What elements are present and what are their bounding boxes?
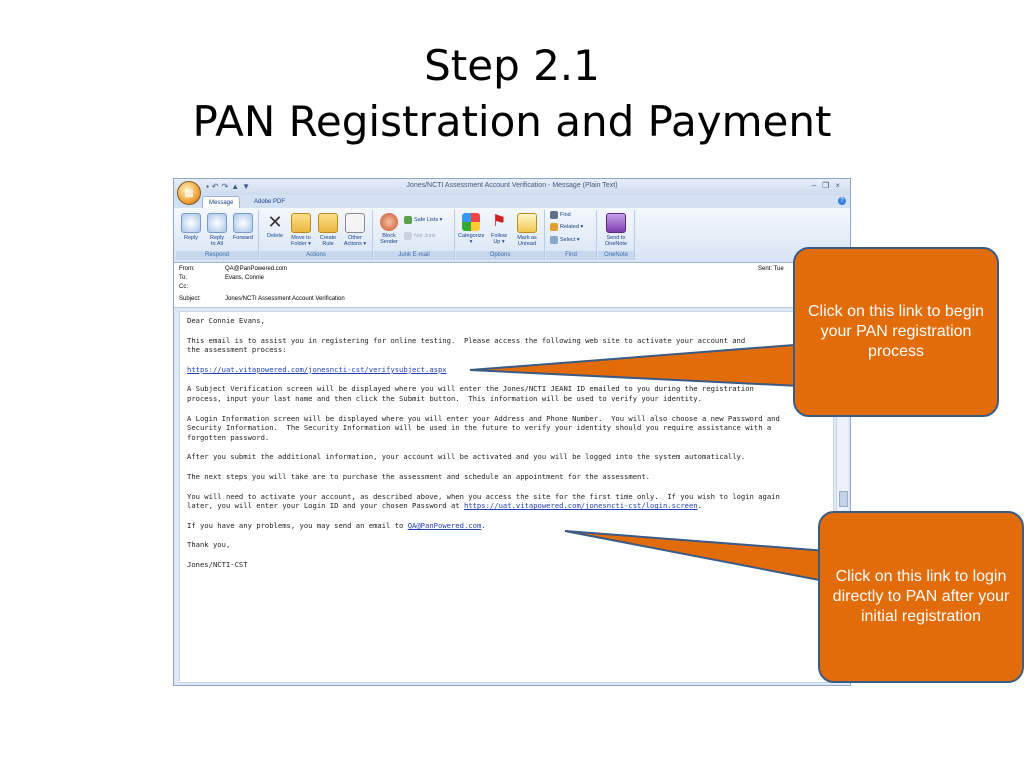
block-sender-button[interactable]: Block Sender [376,213,402,245]
rule-icon [318,213,338,233]
delete-icon: ✕ [267,212,283,232]
cc-row: Cc: [179,284,188,290]
office-logo-icon: ▦ [184,187,194,199]
help-icon[interactable]: ? [838,197,846,205]
forward-button[interactable]: Forward [230,213,256,241]
select-icon [550,235,558,244]
window-controls[interactable]: –❐× [812,181,846,190]
categorize-button[interactable]: Categorize ▾ [458,213,485,245]
email-paragraph-4: After you submit the additional informat… [187,452,746,462]
support-email-link[interactable]: QA@PanPowered.com [407,520,482,530]
email-paragraph-6: You will need to activate your account, … [187,491,780,511]
from-row: From:QA@PanPowered.com [179,266,288,272]
binoculars-icon [550,210,558,219]
group-label-junk: Junk E-mail [374,251,454,260]
callout-bottom-text: Click on this link to login directly to … [832,568,1010,625]
other-actions-button[interactable]: Other Actions ▾ [342,213,368,247]
send-to-onenote-button[interactable]: Send to OneNote [603,213,629,247]
not-junk-icon [404,231,412,240]
group-label-actions: Actions [260,251,372,260]
reply-button[interactable]: Reply [178,213,204,241]
tab-adobe-pdf[interactable]: Adobe PDF [254,199,286,205]
title-bar: ▪↶↷▲▼ Jones/NCTI Assessment Account Veri… [174,179,850,195]
message-header: From:QA@PanPowered.com To:Evans, Connie … [174,263,850,308]
group-options: Categorize ▾ ⚑Follow Up ▾ Mark as Unread… [456,210,545,260]
redo-icon[interactable]: ↷ [221,182,232,191]
group-label-onenote: OneNote [598,251,634,260]
slide-title-line2: PAN Registration and Payment [192,97,832,146]
previous-item-icon[interactable]: ▲ [231,182,243,191]
slide-title-line1: Step 2.1 [424,41,600,90]
delete-button[interactable]: ✕Delete [267,212,283,239]
sent-value: Tue [773,266,784,272]
ribbon: Reply Reply to All Forward Respond ✕Dele… [174,208,850,263]
group-junk-email: Block Sender Safe Lists ▾ Not Junk Junk … [374,210,455,260]
callout-top-pointer [469,341,821,389]
related-icon [550,222,558,231]
other-actions-icon [345,213,365,233]
ribbon-tabs: Message Adobe PDF ? [174,195,850,209]
group-label-respond: Respond [176,251,258,260]
tab-message[interactable]: Message [202,196,241,209]
sent-row: Sent: Tue [758,266,784,272]
block-sender-icon [380,213,398,231]
select-button[interactable]: Select ▾ [550,235,580,245]
subject-row: Subject:Jones/NCTI Assessment Account Ve… [179,296,345,302]
email-closing: Thank you, [187,540,231,550]
email-paragraph-7: If you have any problems, you may send a… [187,520,486,530]
email-paragraph-2: A Subject Verification screen will be di… [187,384,754,403]
restore-icon[interactable]: ❐ [822,181,836,190]
callout-top-text: Click on this link to begin your PAN reg… [807,303,985,360]
next-item-icon[interactable]: ▼ [242,182,254,191]
to-row: To:Evans, Connie [179,275,265,281]
group-respond: Reply Reply to All Forward Respond [176,210,259,260]
follow-up-button[interactable]: ⚑Follow Up ▾ [491,213,507,245]
reply-all-button[interactable]: Reply to All [204,213,230,247]
move-to-folder-button[interactable]: Move to Folder ▾ [288,213,314,247]
categorize-icon [462,213,480,231]
login-screen-link[interactable]: https://uat.vitapowered.com/jonesncti-cs… [463,501,698,511]
email-paragraph-5: The next steps you will take are to purc… [187,471,651,481]
group-label-options: Options [456,251,544,260]
create-rule-button[interactable]: Create Rule [315,213,341,247]
undo-icon[interactable]: ↶ [211,182,222,191]
group-label-find: Find [546,251,596,260]
envelope-icon [517,213,537,233]
email-greeting: Dear Connie Evans, [187,316,265,325]
safe-lists-button[interactable]: Safe Lists ▾ [404,215,442,225]
scrollbar-thumb[interactable] [839,491,848,507]
email-paragraph-1: This email is to assist you in registeri… [187,335,746,355]
email-paragraph-3: A Login Information screen will be displ… [187,413,780,442]
callout-bottom: Click on this link to login directly to … [818,511,1024,683]
group-find: Find Related ▾ Select ▾ Find [546,210,597,260]
safe-lists-icon [404,215,412,224]
callout-top: Click on this link to begin your PAN reg… [793,247,999,417]
group-actions: ✕Delete Move to Folder ▾ Create Rule Oth… [260,210,373,260]
group-onenote: Send to OneNote OneNote [598,210,635,260]
callout-bottom-pointer [564,530,841,586]
flag-icon: ⚑ [491,213,507,230]
close-icon[interactable]: × [835,181,846,190]
slide-title: Step 2.1 PAN Registration and Payment [0,38,1024,150]
find-button[interactable]: Find [550,210,571,220]
not-junk-button[interactable]: Not Junk [404,231,436,241]
email-signature: Jones/NCTI-CST [187,559,248,569]
mark-as-unread-button[interactable]: Mark as Unread [514,213,540,247]
verify-subject-link[interactable]: https://uat.vitapowered.com/jonesncti-cs… [187,364,447,374]
window-title: Jones/NCTI Assessment Account Verificati… [406,182,618,189]
folder-icon [291,213,311,233]
save-icon[interactable]: ▪ [206,182,212,191]
forward-icon [233,213,253,233]
minimize-icon[interactable]: – [811,181,823,190]
to-value[interactable]: Evans, Connie [225,275,265,281]
related-button[interactable]: Related ▾ [550,222,583,232]
reply-all-icon [207,213,227,233]
office-button[interactable]: ▦ [177,181,201,205]
from-value[interactable]: QA@PanPowered.com [225,266,288,272]
onenote-icon [606,213,626,233]
reply-icon [181,213,201,233]
quick-access-toolbar[interactable]: ▪↶↷▲▼ [206,182,253,191]
subject-value: Jones/NCTI Assessment Account Verificati… [225,296,345,302]
